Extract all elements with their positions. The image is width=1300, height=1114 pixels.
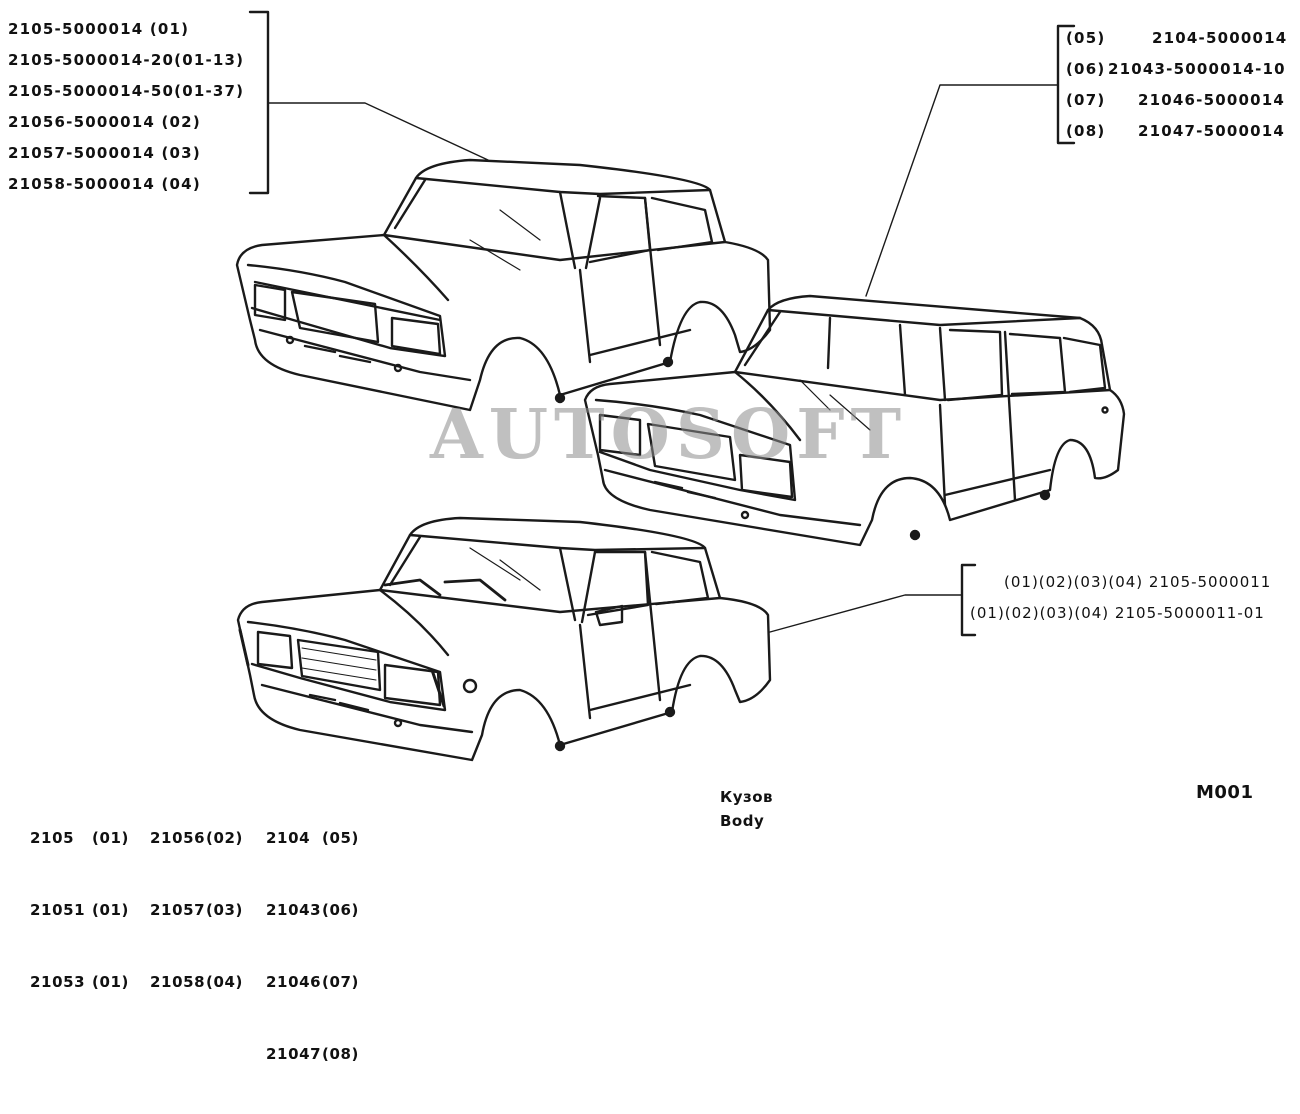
part-label-a2: 2105-5000014-20(01-13) xyxy=(8,51,245,69)
caption-english: Body xyxy=(720,812,765,830)
part-label-c1: (01)(02)(03)(04) 2105-5000011 xyxy=(1004,573,1272,591)
legend-variant: (06) xyxy=(322,901,359,919)
variant-label-b1: (05) xyxy=(1066,29,1106,47)
bracket-group-c xyxy=(769,563,977,637)
part-label-a5: 21057-5000014 (03) xyxy=(8,144,201,162)
legend-variant: (08) xyxy=(322,1045,359,1063)
legend-model: 21057 xyxy=(150,901,206,919)
legend-model: 21046 xyxy=(266,973,322,991)
legend-model: 21053 xyxy=(30,973,86,991)
sedan-body-trimmed xyxy=(236,516,772,762)
part-label-c2: (01)(02)(03)(04) 2105-5000011-01 xyxy=(970,604,1265,622)
legend-variant: (04) xyxy=(206,973,243,991)
legend-model: 21051 xyxy=(30,901,86,919)
part-label-a6: 21058-5000014 (04) xyxy=(8,175,201,193)
bracket-group-a xyxy=(248,10,489,195)
autosoft-watermark: AUTOSOFT xyxy=(430,395,908,475)
legend-model: 21056 xyxy=(150,829,206,847)
legend-model: 2104 xyxy=(266,829,311,847)
variant-label-b3: (07) xyxy=(1066,91,1106,109)
model-legend-col3: 2104 (05) 21043(06) 21046(07) 21047(08) xyxy=(266,778,359,1114)
legend-model: 21047 xyxy=(266,1045,322,1063)
part-label-b3: 21046-5000014 xyxy=(1138,91,1286,109)
legend-variant: (05) xyxy=(322,829,359,847)
legend-variant: (02) xyxy=(206,829,243,847)
legend-model: 21058 xyxy=(150,973,206,991)
variant-label-b2: (06) xyxy=(1066,60,1106,78)
legend-variant: (03) xyxy=(206,901,243,919)
legend-model: 2105 xyxy=(30,829,75,847)
part-label-a4: 21056-5000014 (02) xyxy=(8,113,201,131)
legend-variant: (07) xyxy=(322,973,359,991)
part-label-b2: 21043-5000014-10 xyxy=(1108,60,1286,78)
caption-russian: Кузов xyxy=(720,788,774,806)
part-label-b4: 21047-5000014 xyxy=(1138,122,1286,140)
legend-variant: (01) xyxy=(92,829,129,847)
page-code: M001 xyxy=(1196,782,1254,803)
legend-variant: (01) xyxy=(92,973,129,991)
sedan-body-2105 xyxy=(235,158,772,412)
variant-label-b4: (08) xyxy=(1066,122,1106,140)
part-label-a1: 2105-5000014 (01) xyxy=(8,20,190,38)
bracket-group-b xyxy=(865,24,1076,297)
part-label-a3: 2105-5000014-50(01-37) xyxy=(8,82,245,100)
model-legend-col1: 2105 (01) 21051 (01) 21053 (01) xyxy=(30,778,129,1042)
model-legend-col2: 21056(02) 21057(03) 21058(04) xyxy=(150,778,243,1042)
part-label-b1: 2104-5000014 xyxy=(1152,29,1288,47)
legend-variant: (01) xyxy=(92,901,129,919)
wagon-body-2104 xyxy=(583,294,1126,547)
legend-model: 21043 xyxy=(266,901,322,919)
car-body-drawings xyxy=(235,10,1126,762)
diagram-page: 2105-5000014 (01) 2105-5000014-20(01-13)… xyxy=(8,10,1288,1063)
